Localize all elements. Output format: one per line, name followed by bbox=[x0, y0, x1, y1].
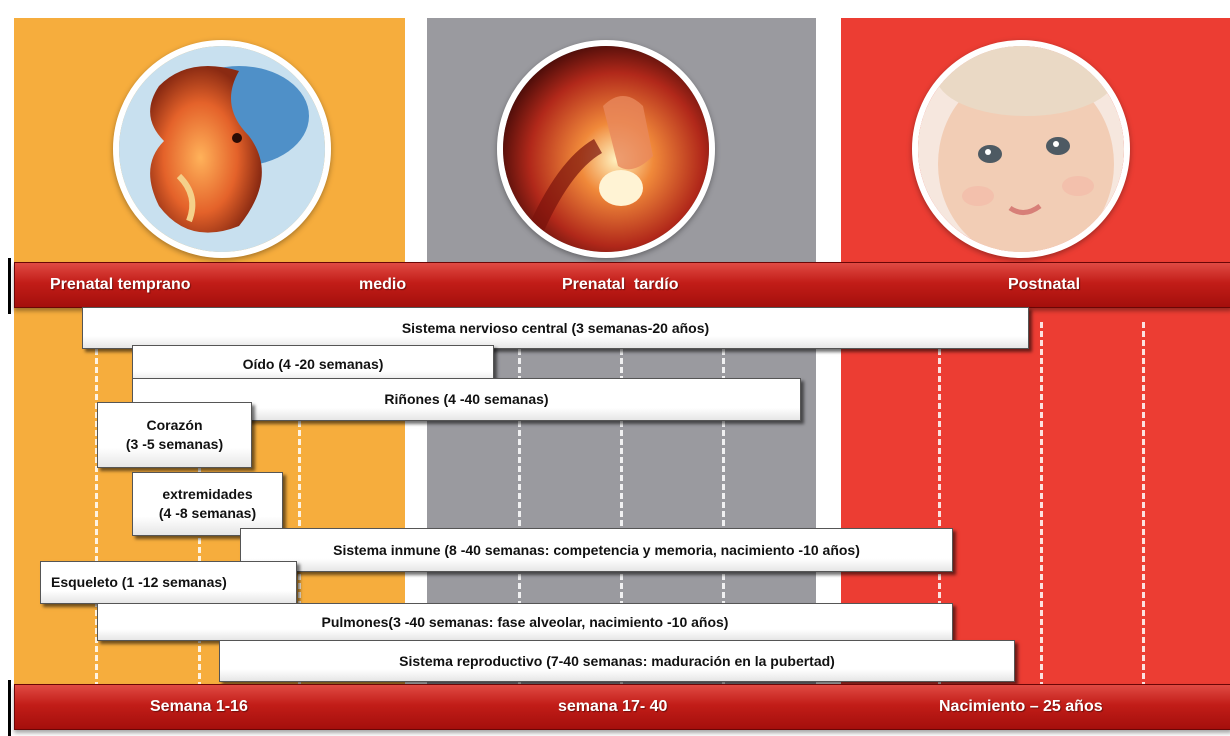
period-banner: Semana 1-16 semana 17- 40 Nacimiento – 2… bbox=[14, 684, 1230, 730]
stage-banner: Prenatal temprano medio Prenatal tardío … bbox=[14, 262, 1230, 308]
bar-label: Oído (4 -20 semanas) bbox=[243, 355, 384, 374]
bar-label: Sistema inmune (8 -40 semanas: competenc… bbox=[333, 541, 860, 560]
bar-label: Corazón bbox=[126, 416, 223, 435]
stage-label-late: Prenatal tardío bbox=[562, 263, 678, 307]
period-label-early: Semana 1-16 bbox=[150, 685, 248, 729]
bar-central-nervous-system: Sistema nervioso central (3 semanas-20 a… bbox=[82, 307, 1029, 349]
bar-lungs: Pulmones(3 -40 semanas: fase alveolar, n… bbox=[97, 603, 953, 641]
bar-label: Riñones (4 -40 semanas) bbox=[384, 390, 548, 409]
banner-endcap bbox=[8, 680, 11, 736]
bar-label: Sistema nervioso central (3 semanas-20 a… bbox=[402, 319, 709, 338]
stage-label-early: Prenatal temprano bbox=[50, 263, 190, 307]
gridline bbox=[1040, 322, 1043, 688]
stage-label-postnatal: Postnatal bbox=[1008, 263, 1080, 307]
bar-label: Pulmones(3 -40 semanas: fase alveolar, n… bbox=[322, 613, 729, 632]
bar-immune-system: Sistema inmune (8 -40 semanas: competenc… bbox=[240, 528, 953, 572]
bar-reproductive-system: Sistema reproductivo (7-40 semanas: madu… bbox=[219, 640, 1015, 682]
embryo-image bbox=[113, 40, 331, 258]
bar-heart: Corazón (3 -5 semanas) bbox=[97, 402, 252, 468]
stage-label-middle: medio bbox=[359, 263, 406, 307]
bar-label: (3 -5 semanas) bbox=[126, 435, 223, 454]
bar-label: (4 -8 semanas) bbox=[159, 504, 256, 523]
fetus-illustration bbox=[503, 46, 709, 252]
bar-label: extremidades bbox=[159, 485, 256, 504]
period-label-late: semana 17- 40 bbox=[558, 685, 667, 729]
fetus-image bbox=[497, 40, 715, 258]
banner-endcap bbox=[8, 258, 11, 314]
baby-face-illustration bbox=[918, 46, 1124, 252]
bar-label: Esqueleto (1 -12 semanas) bbox=[51, 573, 227, 592]
bar-label: Sistema reproductivo (7-40 semanas: madu… bbox=[399, 652, 835, 671]
embryo-illustration bbox=[119, 46, 325, 252]
baby-image bbox=[912, 40, 1130, 258]
bar-limbs: extremidades (4 -8 semanas) bbox=[132, 472, 283, 536]
gridline bbox=[1142, 322, 1145, 688]
bar-skeleton: Esqueleto (1 -12 semanas) bbox=[40, 561, 297, 604]
period-label-postnatal: Nacimiento – 25 años bbox=[939, 685, 1103, 729]
